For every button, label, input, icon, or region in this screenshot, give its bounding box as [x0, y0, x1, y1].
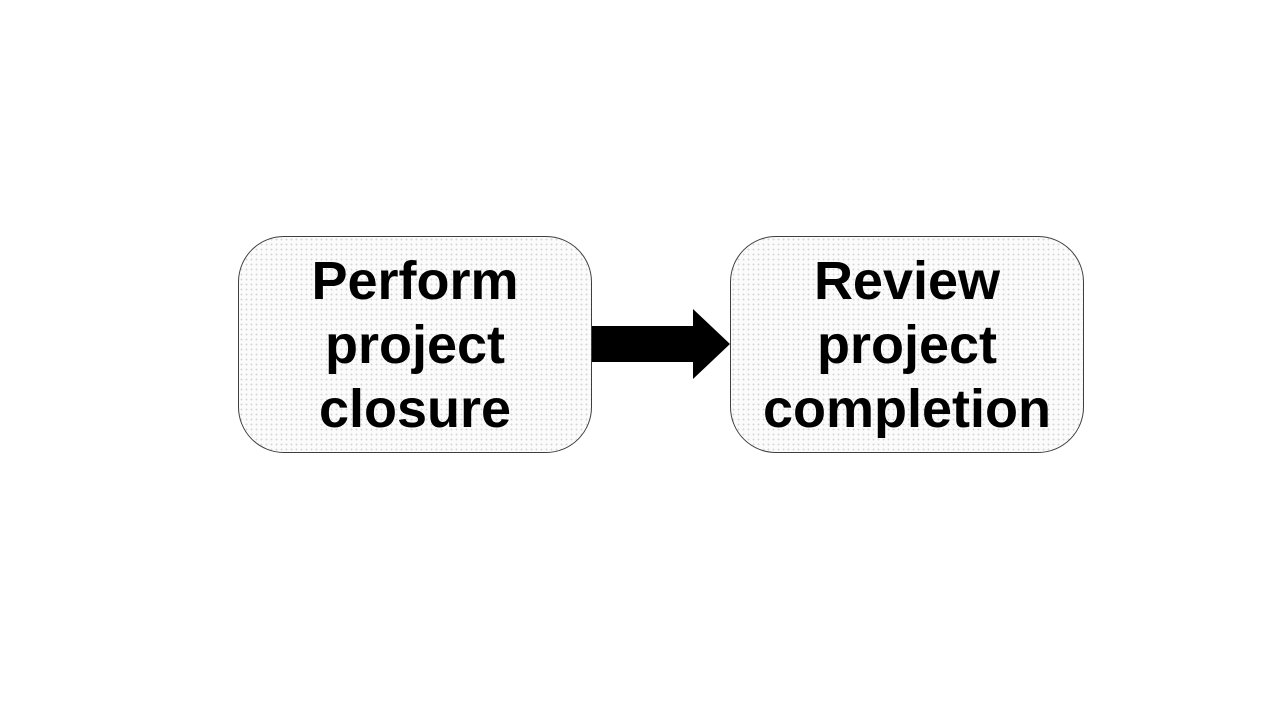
node-label-line: Perform — [311, 250, 519, 311]
node-label-line: closure — [318, 378, 512, 439]
node-label-line: project — [324, 314, 506, 375]
node-perform-project-closure: Perform project closure — [238, 236, 592, 453]
node-label-line: Review — [813, 250, 1001, 311]
node-label-line: project — [816, 314, 998, 375]
right-arrow-icon — [592, 309, 730, 379]
node-review-project-completion: Review project completion — [730, 236, 1084, 453]
flow-arrow — [592, 309, 730, 379]
node-label-line: completion — [762, 378, 1051, 439]
